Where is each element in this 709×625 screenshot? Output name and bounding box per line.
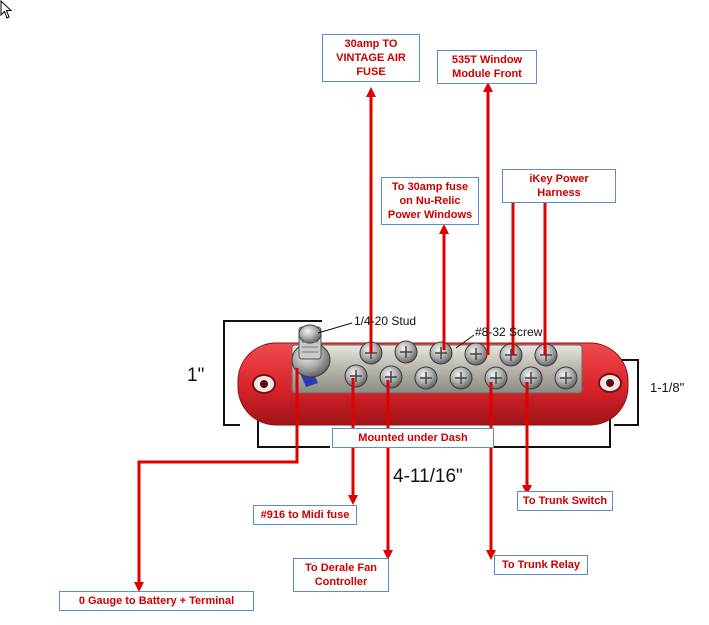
label-ikey-power-harness: iKey Power Harness [502, 169, 616, 203]
label-line: Power Windows [386, 208, 474, 222]
label-mounted-under-dash: Mounted under Dash [332, 428, 494, 448]
label-trunk-switch: To Trunk Switch [517, 491, 613, 511]
label-line: To Trunk Switch [522, 494, 608, 508]
callout-screw: #8-32 Screw [475, 325, 542, 339]
label-battery-terminal: 0 Gauge to Battery + Terminal [59, 591, 254, 611]
label-line: Mounted under Dash [337, 431, 489, 445]
label-line: To Trunk Relay [499, 558, 583, 572]
label-line: Controller [298, 575, 384, 589]
dimension-height-left: 1" [187, 365, 204, 387]
label-line: iKey Power Harness [507, 172, 611, 200]
dimension-length: 4-11/16" [393, 466, 463, 488]
label-line: To 30amp fuse [386, 180, 474, 194]
label-line: 30amp TO [327, 37, 415, 51]
label-line: #916 to Midi fuse [258, 508, 352, 522]
label-line: 535T Window [442, 53, 532, 67]
label-line: VINTAGE AIR [327, 51, 415, 65]
label-line: To Derale Fan [298, 561, 384, 575]
callout-stud: 1/4-20 Stud [354, 314, 416, 328]
label-line: on Nu-Relic [386, 194, 474, 208]
label-line: 0 Gauge to Battery + Terminal [64, 594, 249, 608]
dimension-height-right: 1-1/8" [650, 380, 684, 395]
label-trunk-relay: To Trunk Relay [494, 555, 588, 575]
label-midi-fuse: #916 to Midi fuse [253, 505, 357, 525]
label-line: FUSE [327, 65, 415, 79]
label-line: Module Front [442, 67, 532, 81]
stud-leader [318, 323, 352, 333]
cursor-icon [0, 0, 14, 20]
